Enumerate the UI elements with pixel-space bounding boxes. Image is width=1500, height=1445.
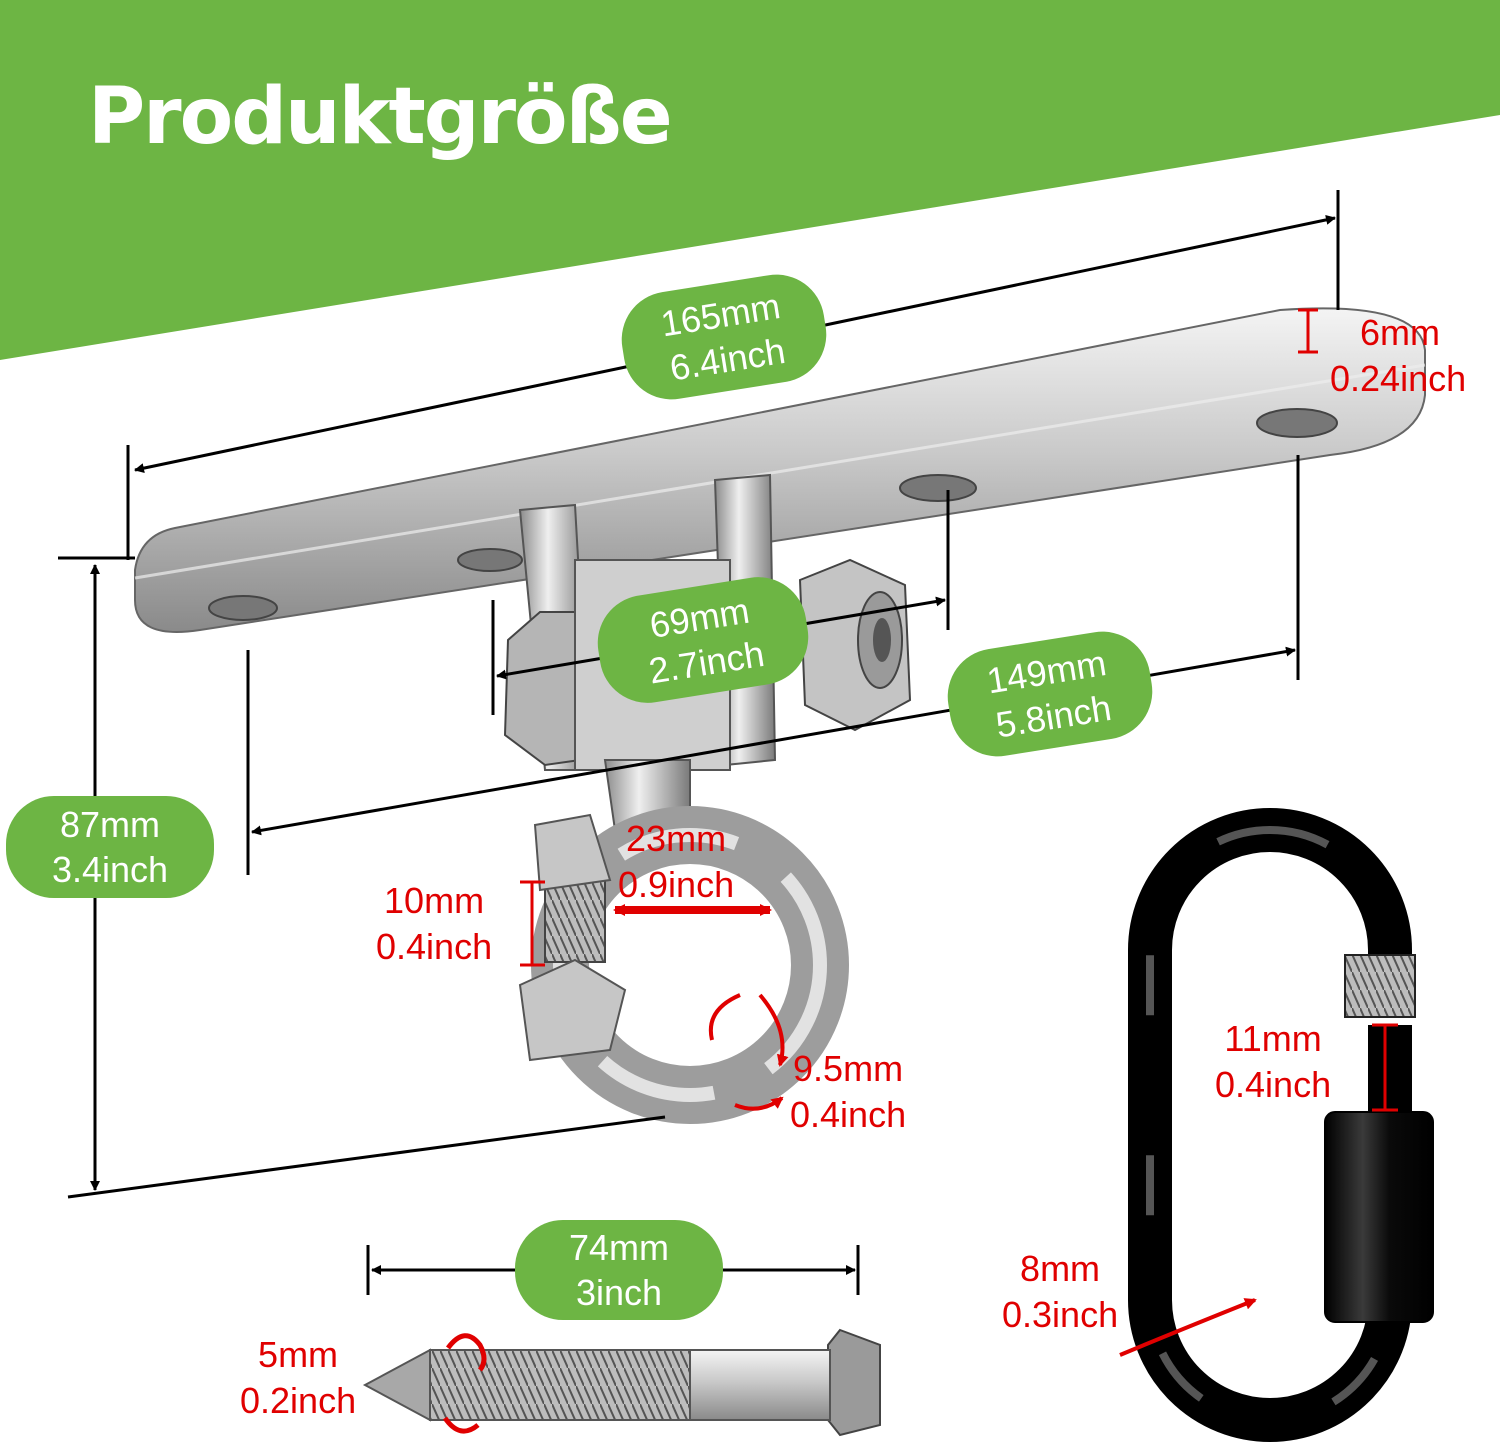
carabiner-gap-label: 11mm 0.4inch [1215,1016,1331,1107]
ring-inner-label: 23mm 0.9inch [618,816,734,907]
bolt-length-label: 10mm 0.4inch [376,878,492,969]
ring-thickness-label: 9.5mm 0.4inch [790,1046,906,1137]
screw-length-mm: 74mm [568,1227,670,1268]
bolt-length-inch: 0.4inch [376,925,493,967]
ring-thickness-inch: 0.4inch [790,1093,907,1135]
carabiner-gap-inch: 0.4inch [1215,1063,1332,1105]
plate-thickness-label: 6mm 0.24inch [1330,310,1466,401]
screw-length-inch: 3inch [575,1272,663,1313]
screw-length-label: 74mm 3inch [515,1220,723,1320]
total-height-mm: 87mm [59,804,161,845]
screw-diameter-inch: 0.2inch [240,1379,357,1421]
carabiner-wire-mm: 8mm [1020,1248,1101,1289]
carabiner-gap-mm: 11mm [1224,1018,1322,1059]
total-height-label: 87mm 3.4inch [6,796,214,898]
bolt-length-mm: 10mm [384,880,485,921]
swivel-hanger-icon [134,307,1426,1124]
screw-diameter-label: 5mm 0.2inch [240,1332,356,1423]
red-measure-marks [442,308,1398,1434]
carabiner-icon [1128,808,1434,1442]
screw-diameter-mm: 5mm [258,1334,339,1375]
ring-thickness-mm: 9.5mm [793,1048,904,1089]
carabiner-wire-inch: 0.3inch [1002,1293,1119,1335]
ring-inner-mm: 23mm [626,818,727,859]
total-height-inch: 3.4inch [51,849,169,890]
carabiner-wire-label: 8mm 0.3inch [1002,1246,1118,1337]
plate-thickness-mm: 6mm [1360,312,1440,353]
page-title: Produktgröße [88,72,673,162]
lag-screw-icon [362,1328,881,1437]
plate-thickness-inch: 0.24inch [1330,357,1467,399]
ring-inner-inch: 0.9inch [618,863,735,905]
